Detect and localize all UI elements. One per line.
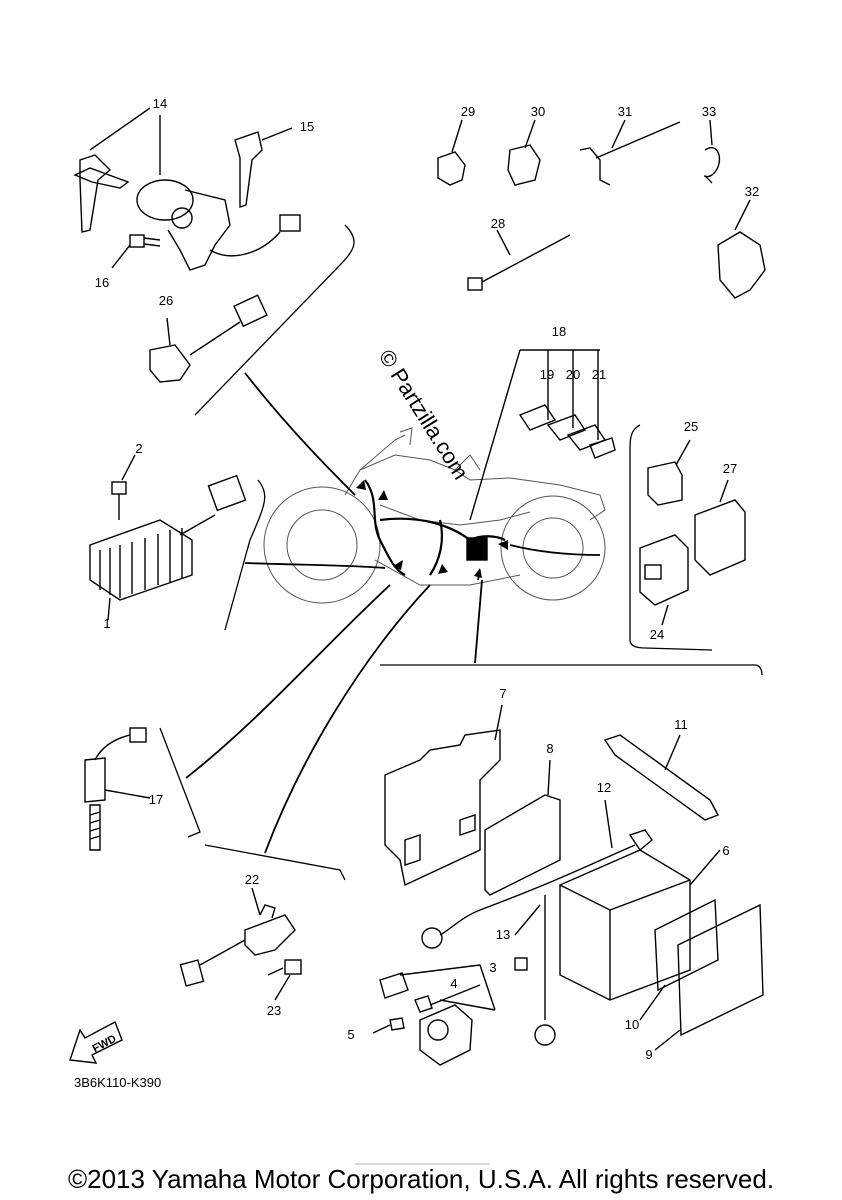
battery-band: [603, 734, 719, 821]
callout-20: 20: [565, 367, 581, 382]
motorcycle-illustration: [263, 427, 606, 604]
leader-lines: [185, 372, 601, 854]
key: [234, 127, 293, 208]
fwd-arrow-icon: [69, 1021, 123, 1064]
sensor-26: [149, 294, 268, 383]
battery-cable-12: [421, 799, 653, 949]
callout-25: 25: [683, 419, 699, 434]
callout-10: 10: [624, 1017, 640, 1032]
sidestand-switch: [179, 887, 296, 987]
callout-22: 22: [244, 872, 260, 887]
callout-4: 4: [450, 976, 458, 991]
callout-31: 31: [617, 104, 633, 119]
callout-15: 15: [299, 119, 315, 134]
rectifier-regulator: [89, 474, 247, 621]
clamp-30: [507, 119, 541, 186]
relay-24: [639, 534, 689, 626]
harness-junction: [466, 537, 488, 561]
callout-23: 23: [266, 1003, 282, 1018]
callout-12: 12: [596, 780, 612, 795]
battery-cover-8: [484, 759, 561, 896]
callout-19: 19: [539, 367, 555, 382]
callout-18: 18: [551, 324, 567, 339]
neutral-switch: [84, 727, 151, 851]
callout-24: 24: [649, 627, 665, 642]
callout-29: 29: [460, 104, 476, 119]
callout-3: 3: [489, 960, 497, 975]
callout-2: 2: [135, 441, 143, 456]
callout-14: 14: [152, 96, 168, 111]
callout-26: 26: [158, 293, 174, 308]
main-switch-assembly: [73, 107, 301, 271]
battery-cable-13: [514, 895, 556, 1046]
diagram-code: 3B6K110-K390: [74, 1075, 162, 1090]
callout-16: 16: [94, 275, 110, 290]
battery: [559, 849, 721, 1001]
callout-5: 5: [347, 1027, 355, 1042]
screw-16: [111, 234, 161, 269]
bolt-2: [111, 454, 136, 520]
fuse-set: [469, 349, 616, 521]
callout-6: 6: [722, 843, 730, 858]
callout-11: 11: [674, 717, 688, 732]
battery-box: [384, 704, 503, 887]
callout-32: 32: [744, 184, 760, 199]
callout-21: 21: [591, 367, 607, 382]
relay-27: [694, 479, 746, 576]
clamp-32: [717, 199, 766, 299]
callout-28: 28: [490, 216, 506, 231]
battery-pad-9: [654, 903, 764, 1051]
copyright-notice: ©2013 Yamaha Motor Corporation, U.S.A. A…: [67, 1164, 775, 1194]
battery-pad-10: [639, 898, 719, 1021]
callout-17: 17: [148, 792, 164, 807]
starter-relay: [372, 964, 496, 1066]
callout-13: 13: [495, 927, 511, 942]
callout-8: 8: [546, 741, 554, 756]
callout-33: 33: [701, 104, 717, 119]
callout-1: 1: [103, 616, 111, 631]
relay-25: [647, 439, 691, 506]
callout-27: 27: [722, 461, 738, 476]
clip-33: [704, 119, 721, 184]
cable-tie-28: [467, 229, 571, 291]
harness-arrows: [356, 480, 508, 578]
wire-harness: [364, 479, 506, 576]
group-brackets: [159, 224, 763, 881]
callout-9: 9: [645, 1047, 653, 1062]
callout-7: 7: [499, 686, 507, 701]
screw-23: [267, 959, 302, 1001]
wire-tie-31: [579, 119, 681, 186]
callout-30: 30: [530, 104, 546, 119]
clamp-29: [437, 119, 466, 186]
